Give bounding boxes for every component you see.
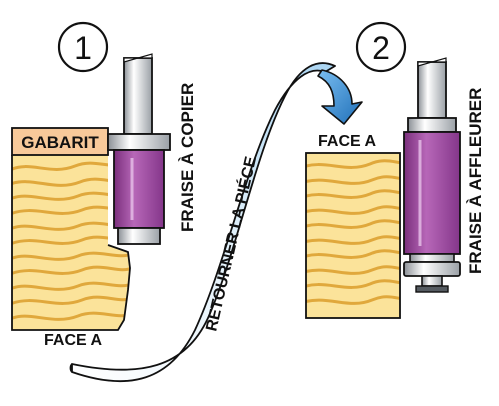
flip-ribbon: [69, 62, 336, 383]
workpiece-2: [305, 152, 401, 319]
step-1-number: 1: [74, 30, 92, 66]
tool-label-2: FRAISE À AFFLEURER: [466, 88, 485, 274]
template-board: GABARIT: [11, 127, 109, 156]
step-1-badge: 1: [57, 21, 109, 73]
face-a-label-top: FACE A: [318, 133, 377, 150]
template-label: GABARIT: [21, 133, 99, 152]
curved-arrow-icon: [317, 69, 363, 125]
step-2-badge: 2: [355, 21, 407, 73]
face-a-label-bottom: FACE A: [44, 332, 103, 349]
tool-label-1: FRAISE À COPIER: [178, 83, 197, 232]
router-bit-icon: [107, 53, 171, 245]
bearing-icon: [403, 261, 461, 293]
flip-instruction: RETOURNER LA PIÉCE: [201, 154, 260, 333]
router-bit-icon: [403, 57, 461, 263]
step-2-number: 2: [372, 30, 390, 66]
